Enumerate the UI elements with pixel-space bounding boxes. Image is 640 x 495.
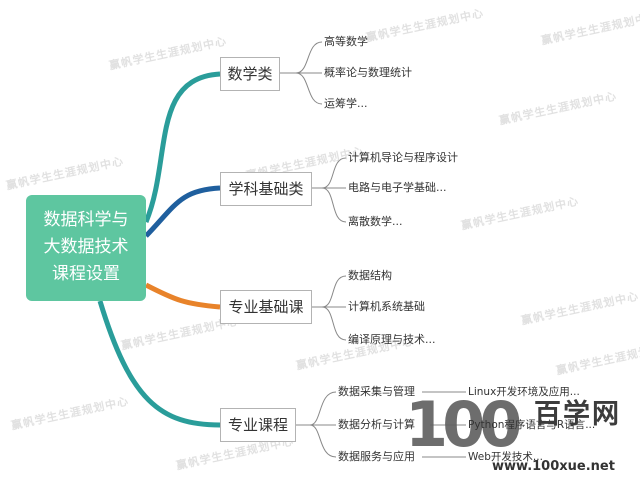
leaf-advanced-math: 高等数学 <box>324 35 368 48</box>
logo-number: 100 <box>405 388 522 461</box>
connector-root-pro-basic <box>144 282 221 310</box>
leaf-circuits: 电路与电子学基础... <box>348 181 447 194</box>
branch-subject-basic: 学科基础类 <box>220 172 312 206</box>
leaf-discrete-math: 离散数学... <box>348 215 403 228</box>
root-line-2: 大数据技术 <box>43 237 129 257</box>
subleaf-linux: Linux开发环境及应用... <box>468 386 580 398</box>
connector-pro-subleaves <box>422 391 466 458</box>
connector-pro-leaves <box>296 391 337 458</box>
root-line-1: 数据科学与 <box>43 210 129 230</box>
branch-pro-course: 专业课程 <box>220 408 296 442</box>
connector-basic-leaves <box>312 157 347 223</box>
leaf-data-analysis: 数据分析与计算 <box>338 418 415 431</box>
connector-root-pro <box>97 300 221 428</box>
logo-url: www.100xue.net <box>492 459 615 474</box>
connector-root-basic <box>144 185 221 238</box>
leaf-data-collection: 数据采集与管理 <box>338 385 415 398</box>
root-line-3: 课程设置 <box>52 264 120 284</box>
leaf-compilers: 编译原理与技术... <box>348 333 436 346</box>
leaf-operations-research: 运筹学... <box>324 97 368 110</box>
subleaf-web: Web开发技术... <box>468 451 543 463</box>
leaf-data-structures: 数据结构 <box>348 269 392 282</box>
branch-pro-basic: 专业基础课 <box>220 290 312 324</box>
connector-pro-basic-leaves <box>312 275 347 341</box>
logo-chinese: 百学网 <box>534 399 621 430</box>
leaf-probability: 概率论与数理统计 <box>324 66 412 79</box>
leaf-data-services: 数据服务与应用 <box>338 450 415 463</box>
root-node: 数据科学与 大数据技术 课程设置 <box>26 195 146 301</box>
leaf-computer-systems: 计算机系统基础 <box>348 300 425 313</box>
subleaf-python-r: Python程序语言与R语言... <box>468 419 596 431</box>
connector-math-leaves <box>280 41 323 105</box>
connector-root-math <box>143 71 221 223</box>
leaf-intro-computer: 计算机导论与程序设计 <box>348 151 458 164</box>
branch-math: 数学类 <box>220 57 280 91</box>
